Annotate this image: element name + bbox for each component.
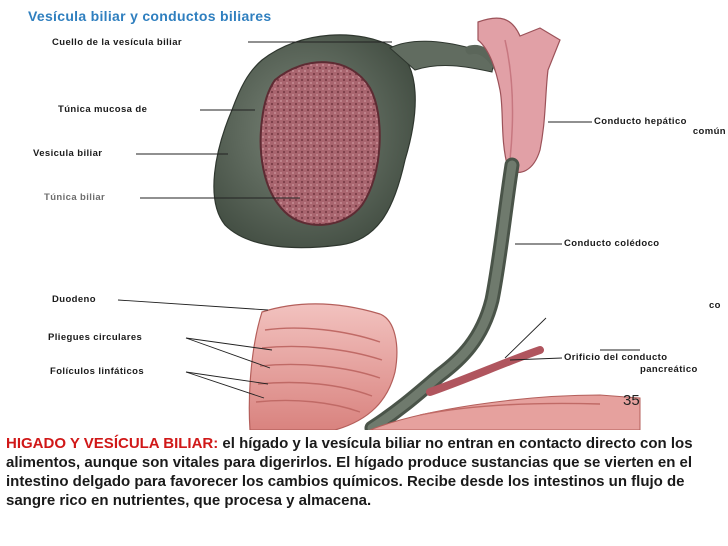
label-hepatico-1: Conducto hepático [594, 116, 687, 127]
label-duodeno: Duodeno [52, 294, 96, 305]
label-faded: Túnica biliar [44, 192, 106, 203]
label-pliegues: Pliegues circulares [48, 332, 143, 343]
label-hepatico-2: común [692, 126, 726, 137]
leader-lines [117, 41, 640, 399]
label-tunica: Túnica mucosa de [58, 104, 148, 115]
label-orificio-2: pancreático [640, 364, 698, 375]
label-foliculos: Folículos linfáticos [50, 366, 145, 377]
label-coledoco: Conducto colédoco [564, 238, 660, 249]
label-orificio-1: Orificio del conducto [564, 352, 668, 363]
anatomy-diagram [117, 17, 641, 430]
duodenum [248, 303, 398, 430]
slide-number: 35 [623, 392, 640, 409]
hepatic-duct [477, 17, 561, 173]
label-cuello: Cuello de la vesícula biliar [52, 37, 182, 48]
circular-folds [255, 327, 601, 416]
label-vesicula: Vesicula biliar [33, 148, 103, 159]
mucosa-section [259, 61, 381, 226]
pancreatic-duct [426, 346, 544, 396]
description-paragraph: HIGADO Y VESÍCULA BILIAR: el hígado y la… [6, 434, 722, 510]
paragraph-heading: HIGADO Y VESÍCULA BILIAR: [6, 435, 219, 452]
label-co: co [709, 300, 721, 311]
paragraph-body: el hígado y la vesícula biliar no entran… [6, 435, 693, 509]
diagram-title: Vesícula biliar y conductos biliares [28, 8, 272, 24]
